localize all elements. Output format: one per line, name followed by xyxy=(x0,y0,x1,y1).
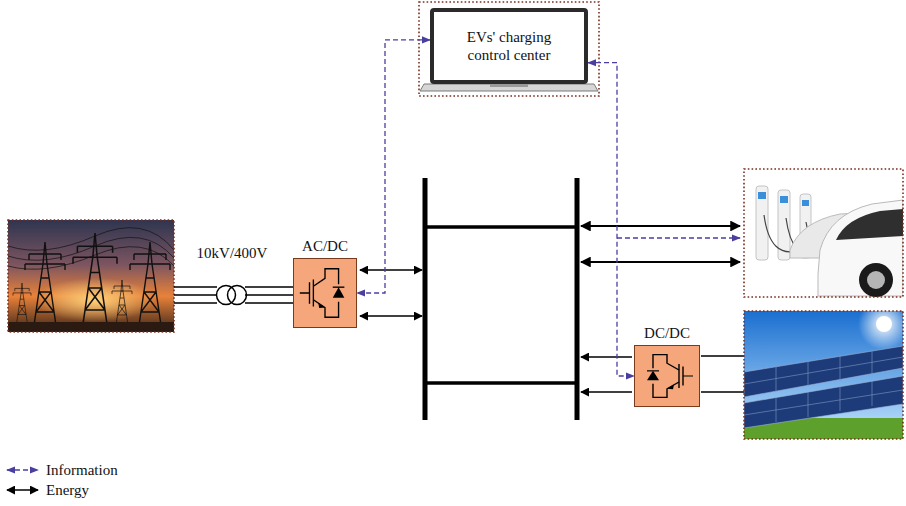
igbt-symbol xyxy=(679,364,693,388)
diode-symbol xyxy=(647,371,659,380)
car-rim xyxy=(867,271,885,289)
charger-screen xyxy=(780,196,788,203)
energy-arrow xyxy=(581,225,740,227)
igbt-symbol xyxy=(635,346,699,406)
legend-text: Information xyxy=(46,461,118,479)
pylon xyxy=(112,280,132,325)
charger xyxy=(756,186,768,260)
car-tire xyxy=(859,263,893,297)
sun xyxy=(876,316,892,332)
power-wire xyxy=(8,228,174,270)
sky xyxy=(744,311,903,439)
transformer-winding xyxy=(228,286,247,305)
energy-arrow xyxy=(581,261,740,263)
sun xyxy=(858,311,903,350)
igbt-symbol xyxy=(294,259,356,327)
car-window xyxy=(836,209,903,240)
legend-sample xyxy=(7,469,38,470)
picture-frame xyxy=(744,169,903,297)
transformer-winding xyxy=(217,286,236,305)
laptop-base xyxy=(420,84,598,91)
grid-picture xyxy=(8,220,174,332)
picture-frame xyxy=(8,220,174,332)
pylon xyxy=(13,283,31,324)
information-connector xyxy=(357,40,430,293)
car xyxy=(818,200,903,296)
diode-symbol xyxy=(333,287,345,298)
converter-label: AC/DC xyxy=(291,237,359,255)
legend-text: Energy xyxy=(46,481,89,499)
charger-screen xyxy=(758,192,766,199)
voltage-label: 10kV/400V xyxy=(197,244,268,262)
pv-picture xyxy=(744,311,903,439)
converter-shape xyxy=(293,258,357,328)
dc-bus xyxy=(425,225,577,229)
ev-picture xyxy=(744,169,903,297)
sky xyxy=(8,220,174,332)
background xyxy=(744,169,903,297)
igbt-symbol xyxy=(313,269,338,318)
diode-symbol xyxy=(318,303,325,308)
igbt-symbol xyxy=(300,269,345,318)
energy-arrow xyxy=(581,391,632,393)
converter-box: AC/DC xyxy=(291,237,359,328)
legend-sample xyxy=(7,489,38,491)
control-center-screen: EVs' charging control center xyxy=(430,8,588,84)
diode-symbol xyxy=(667,385,674,390)
information-connector xyxy=(588,63,634,376)
node-text: EVs' charging control center xyxy=(454,28,564,64)
energy-arrow xyxy=(581,356,632,358)
laptop-hinge xyxy=(490,84,528,87)
solar-panel xyxy=(744,376,903,428)
pv-lead xyxy=(701,356,744,392)
pylon xyxy=(25,242,65,332)
dc-bus xyxy=(425,381,577,385)
converter-shape xyxy=(634,345,700,407)
igbt-symbol xyxy=(300,279,314,306)
igbt-symbol xyxy=(647,355,693,398)
converter-label: DC/DC xyxy=(632,324,702,342)
energy-arrow xyxy=(360,315,422,317)
charger-screen xyxy=(802,200,809,206)
picture-frame xyxy=(744,311,903,439)
energy-arrow xyxy=(360,269,422,271)
igbt-symbol xyxy=(653,355,679,398)
panel-grid xyxy=(744,351,903,422)
picture-frame xyxy=(419,2,599,96)
converter-box: DC/DC xyxy=(632,324,702,407)
pylon xyxy=(130,242,170,332)
ground xyxy=(8,322,174,332)
pylon xyxy=(73,233,117,332)
information-arrow xyxy=(617,237,740,238)
